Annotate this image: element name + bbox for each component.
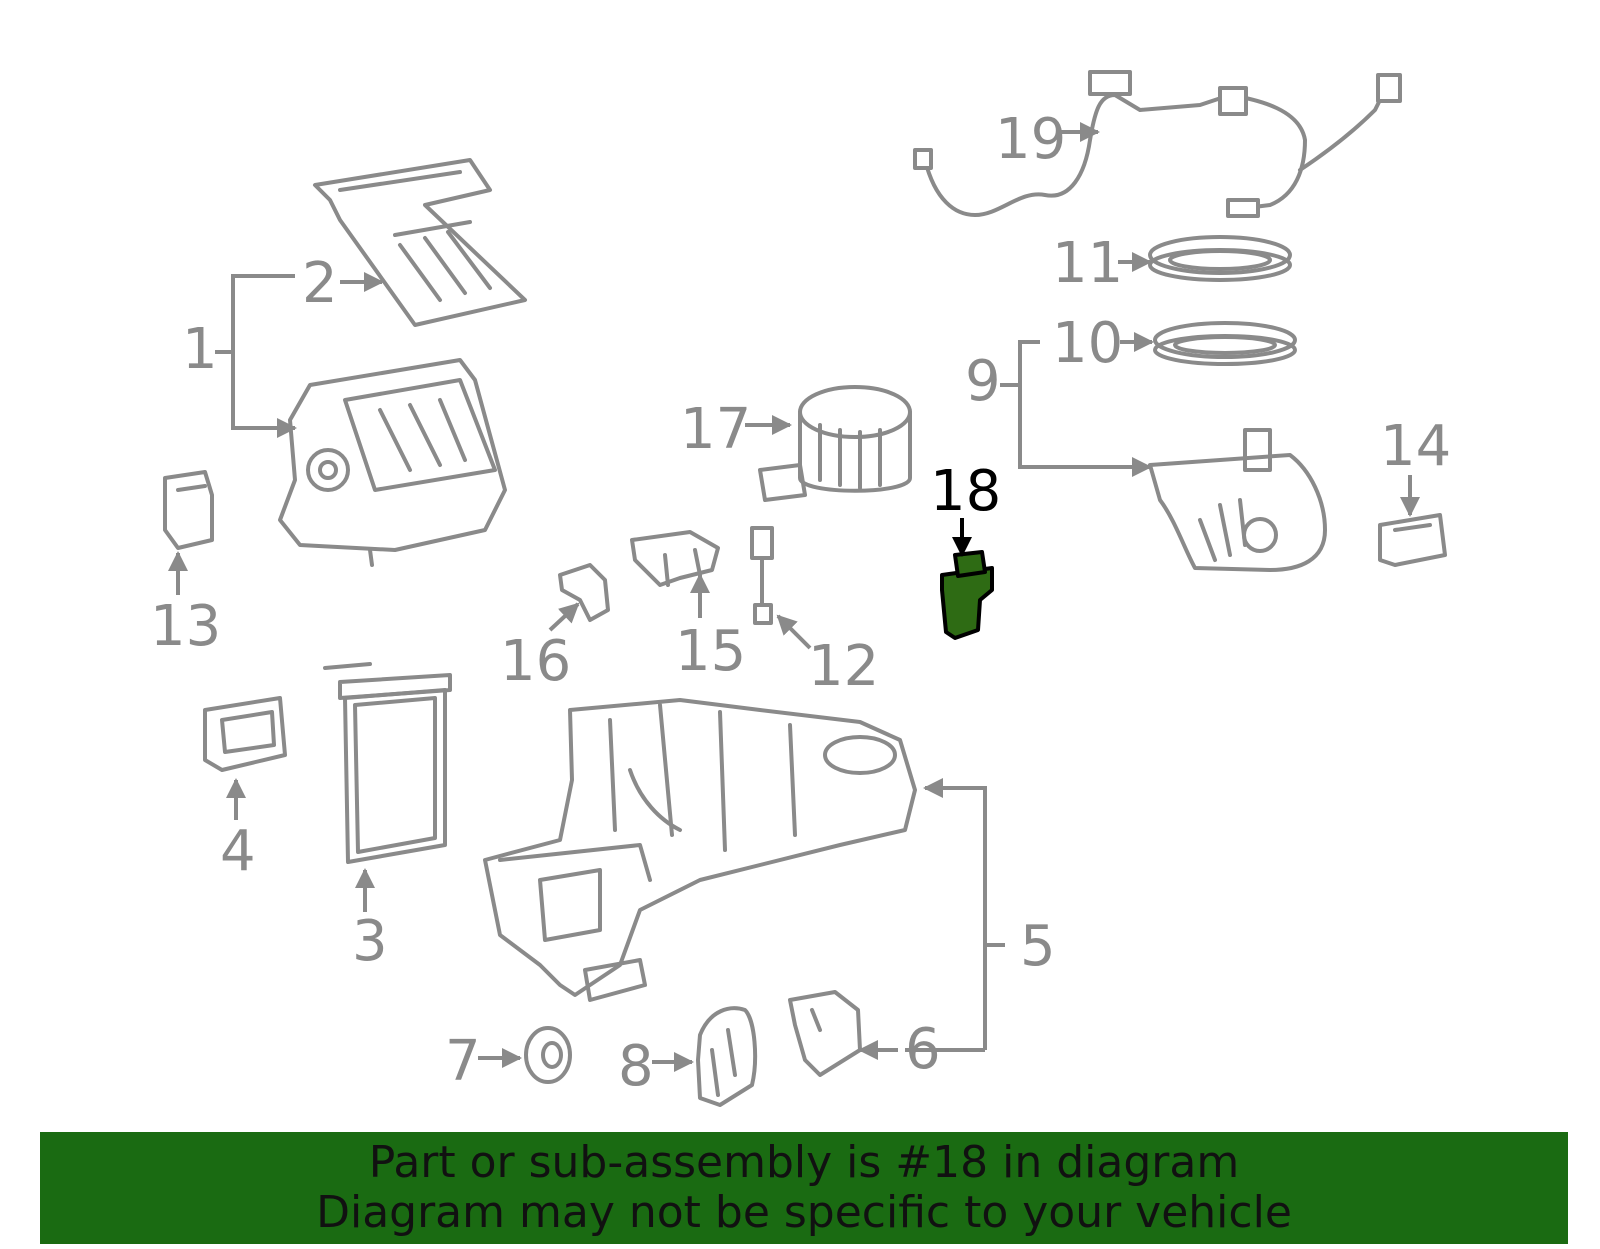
callout-5-label: 5 [1020, 914, 1056, 979]
callout-14: 14 [1380, 414, 1451, 517]
part-7-grommet[interactable] [524, 1026, 572, 1084]
callout-11: 11 [1052, 231, 1152, 296]
callout-14-label: 14 [1380, 414, 1451, 479]
banner-line-1: Part or sub-assembly is #18 in diagram [368, 1137, 1240, 1188]
callout-19-label: 19 [995, 107, 1066, 172]
callout-7-label: 7 [445, 1029, 481, 1094]
part-1-housing[interactable] [278, 358, 507, 567]
callout-9-label: 9 [965, 349, 1001, 414]
part-17-blower-motor[interactable] [758, 385, 912, 502]
callout-10: 10 [1052, 311, 1154, 376]
part-2-duct[interactable] [313, 158, 527, 327]
callout-16: 16 [500, 602, 580, 694]
part-10-filter[interactable] [1153, 321, 1297, 366]
callout-2-label: 2 [302, 251, 338, 316]
callout-18-label: 18 [930, 459, 1001, 524]
callout-10-label: 10 [1052, 311, 1123, 376]
callout-15-label: 15 [675, 619, 746, 684]
callout-8-label: 8 [618, 1034, 654, 1099]
part-12-sensor[interactable] [750, 526, 774, 625]
callout-15: 15 [675, 573, 746, 684]
callout-1: 1 [182, 274, 297, 438]
callout-13-label: 13 [150, 594, 221, 659]
callout-1-label: 1 [182, 317, 218, 382]
callout-12: 12 [776, 614, 879, 699]
part-19-wiring-harness[interactable] [913, 70, 1402, 218]
callout-11-label: 11 [1052, 231, 1123, 296]
part-18-highlighted[interactable] [940, 550, 994, 640]
part-9-blower-housing[interactable] [1148, 428, 1327, 572]
callout-18: 18 [930, 459, 1001, 557]
callout-13: 13 [150, 551, 221, 659]
part-13-switch[interactable] [163, 470, 214, 550]
callout-8: 8 [618, 1034, 694, 1099]
callout-7: 7 [445, 1029, 522, 1094]
callout-12-label: 12 [808, 634, 879, 699]
callout-17: 17 [680, 397, 792, 462]
callout-9: 9 [965, 340, 1152, 477]
callout-2: 2 [302, 251, 384, 316]
part-3-heater-core[interactable] [323, 662, 452, 864]
callout-5: 5 [923, 778, 1056, 1050]
callout-16-label: 16 [500, 629, 571, 694]
callout-17-label: 17 [680, 397, 751, 462]
part-4-vent[interactable] [203, 696, 287, 772]
callout-4-label: 4 [220, 819, 256, 884]
part-14-bracket[interactable] [1378, 513, 1447, 567]
callout-4: 4 [220, 778, 256, 884]
part-8-door[interactable] [696, 1006, 758, 1107]
part-11-filter[interactable] [1148, 235, 1292, 282]
callout-3-label: 3 [352, 909, 388, 974]
part-5-main-case[interactable] [483, 698, 917, 1002]
info-banner: Part or sub-assembly is #18 in diagram D… [40, 1132, 1568, 1244]
callout-3: 3 [352, 868, 388, 974]
callout-19: 19 [995, 107, 1100, 172]
callout-6: 6 [858, 1017, 985, 1082]
part-6-actuator[interactable] [788, 990, 862, 1077]
banner-line-2: Diagram may not be specific to your vehi… [316, 1187, 1292, 1238]
part-16-clip[interactable] [558, 563, 610, 622]
part-15-actuator[interactable] [630, 530, 720, 587]
